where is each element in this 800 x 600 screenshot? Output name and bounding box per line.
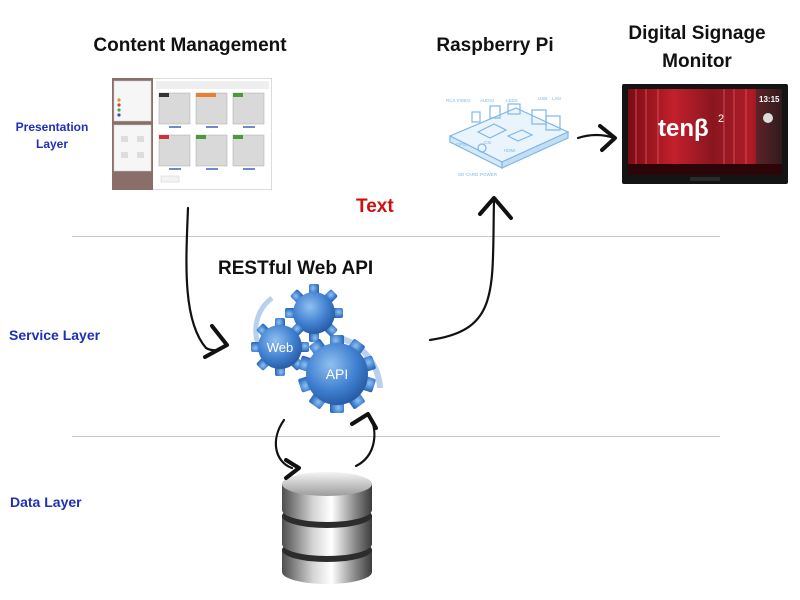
- database-icon: [282, 472, 372, 584]
- pi-label-sd-card: SD CARD: [458, 172, 479, 177]
- pi-label-leds: LEDS: [506, 98, 518, 103]
- digital-signage-monitor: 13:15 tenβ 2: [622, 84, 788, 184]
- raspberry-pi-board: RCA VIDEO AUDIO LEDS USB LAN GPIO CSI HD…: [446, 96, 570, 177]
- pi-label-hdmi: HDMI: [504, 148, 516, 153]
- presentation-layer-label-line2: Layer: [35, 137, 69, 151]
- pi-label-usb: USB: [538, 96, 547, 101]
- arrow-api-to-pi: [428, 198, 496, 342]
- api-gear-label: API: [326, 366, 349, 382]
- arrowhead-db-to-api: [350, 412, 378, 430]
- weather-icon: [763, 113, 773, 123]
- pi-label-audio: AUDIO: [480, 98, 495, 103]
- layer-divider-top: [72, 236, 720, 237]
- restful-api-gears: Web API: [251, 284, 383, 413]
- content-management-heading: Content Management: [93, 35, 287, 56]
- data-layer-label: Data Layer: [10, 494, 82, 510]
- presentation-layer-label: Presentation Layer: [8, 119, 96, 153]
- digital-signage-heading-line2: Monitor: [662, 51, 732, 72]
- presentation-layer-label-line1: Presentation: [15, 120, 89, 134]
- restful-web-api-heading: RESTful Web API: [218, 258, 374, 279]
- arrowhead-pi-to-monitor: [598, 124, 617, 152]
- web-gear-label: Web: [267, 340, 294, 355]
- raspberry-pi-heading: Raspberry Pi: [436, 35, 554, 56]
- pi-label-rca-video: RCA VIDEO: [446, 98, 471, 103]
- layer-divider-bottom: [72, 436, 720, 437]
- arrowhead-api-to-pi: [478, 196, 513, 220]
- arrowhead-api-to-db: [284, 458, 301, 480]
- service-layer-label: Service Layer: [9, 327, 101, 343]
- web-gear-icon: Web: [251, 318, 309, 376]
- arrow-api-to-db: [274, 418, 294, 470]
- arrowhead-cms-to-api: [203, 324, 229, 359]
- digital-signage-heading-line1: Digital Signage: [628, 23, 766, 44]
- pi-label-lan: LAN: [552, 96, 561, 101]
- arrow-cms-to-api: [185, 206, 228, 352]
- monitor-brand-superscript: 2: [718, 113, 724, 125]
- monitor-brand: tenβ: [658, 115, 709, 142]
- text-annotation: Text: [356, 196, 394, 217]
- arrow-pi-to-monitor: [576, 133, 616, 140]
- monitor-clock: 13:15: [759, 95, 780, 104]
- content-management-screenshot: [112, 78, 272, 190]
- pi-label-power: POWER: [480, 172, 498, 177]
- pi-label-csi: CSI: [484, 140, 492, 145]
- api-gear-icon: API: [298, 335, 376, 413]
- pi-label-gpio: GPIO: [456, 142, 468, 147]
